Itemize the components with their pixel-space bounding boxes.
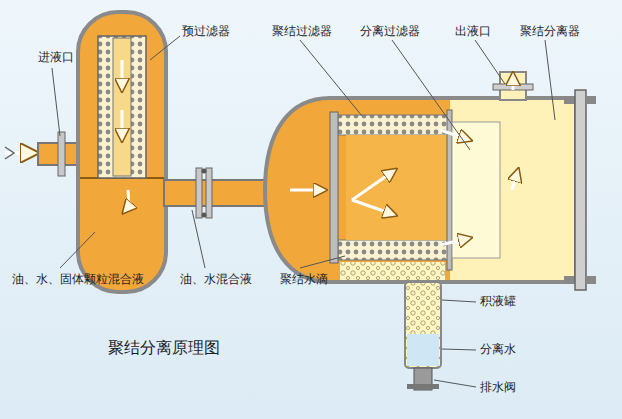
part-label: 出液口 — [455, 24, 491, 38]
separator-vessel — [265, 98, 575, 282]
part-label: 油、水混合液 — [180, 272, 252, 286]
inlet-arrow — [5, 151, 36, 155]
prefilter-vessel — [78, 12, 166, 292]
water-drops — [340, 262, 445, 280]
part-label: 分离过滤器 — [360, 24, 420, 38]
part-label: 进液口 — [38, 50, 74, 64]
part-label: 分离水 — [480, 342, 516, 356]
part-label: 积液罐 — [480, 294, 516, 308]
connecting-pipe — [164, 180, 268, 206]
sump-tank — [405, 282, 441, 368]
part-label: 聚结过滤器 — [272, 24, 332, 38]
caption: 聚结分离原理图 — [108, 338, 220, 359]
part-label: 预过滤器 — [182, 24, 230, 38]
inlet-flange — [58, 132, 65, 176]
end-flange — [575, 90, 586, 290]
prefilter-element — [98, 36, 146, 178]
part-label: 油、水、固体颗粒混合液 — [12, 272, 144, 286]
leader-lines — [52, 36, 555, 387]
part-label: 聚结水滴 — [280, 272, 328, 286]
part-label: 排水阀 — [480, 380, 516, 394]
separation-filter — [452, 122, 500, 258]
coalescing-filter — [338, 115, 450, 135]
part-label: 聚结分离器 — [520, 24, 580, 38]
